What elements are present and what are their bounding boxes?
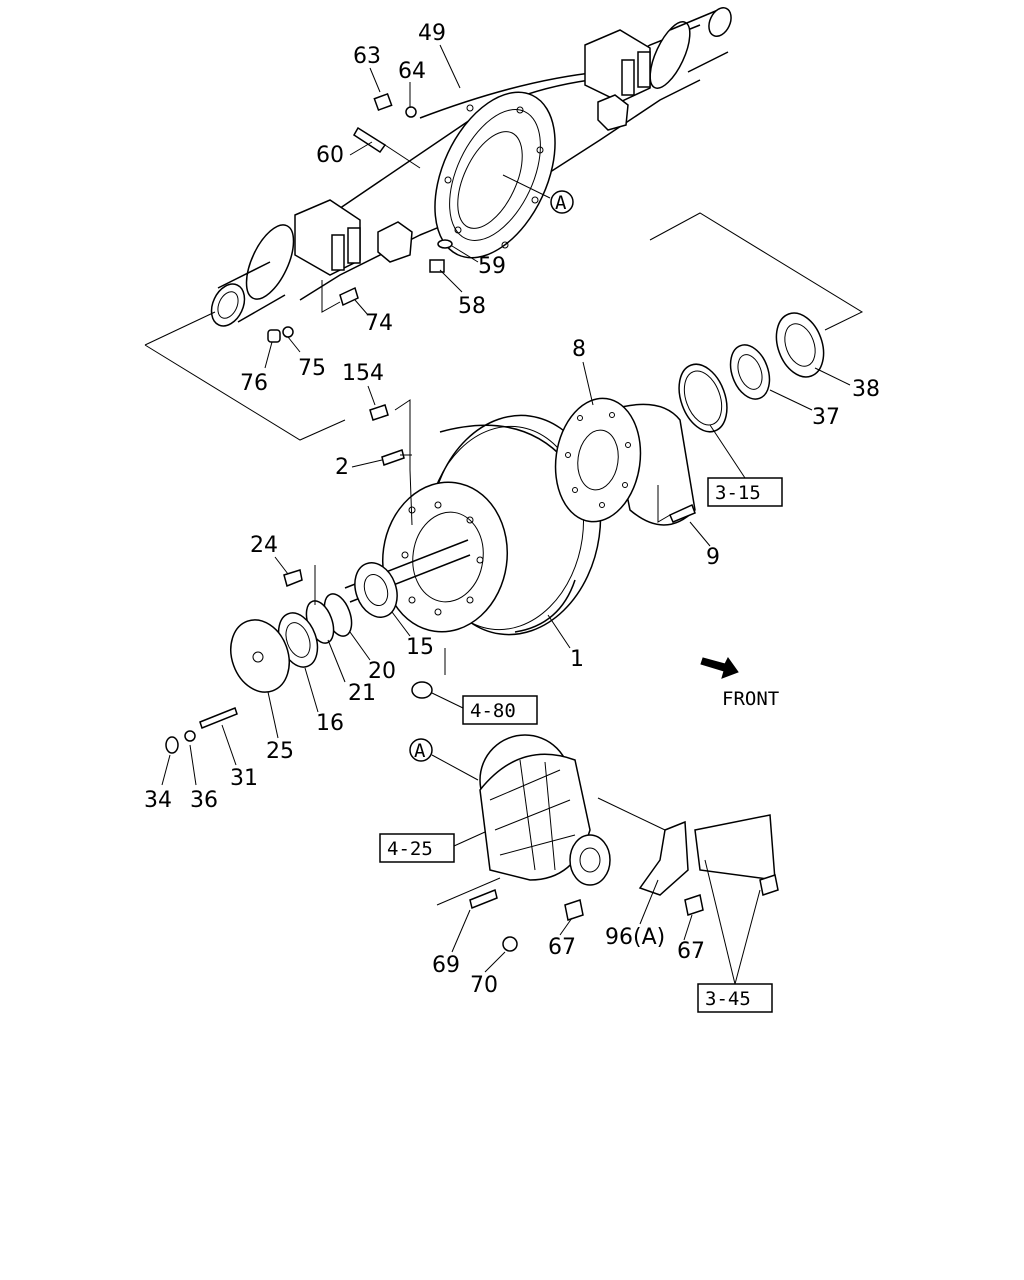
callout-37: 37 — [812, 405, 840, 430]
seals-bearings — [678, 312, 825, 433]
callout-20: 20 — [368, 659, 396, 684]
callout-96a: 96(A) — [605, 925, 665, 950]
callout-24: 24 — [250, 533, 278, 558]
callout-labels: 49 63 64 60 59 58 74 76 75 154 2 8 38 37… — [144, 21, 880, 998]
ref-box-3-45[interactable]: 3-45 — [697, 859, 773, 1013]
callout-31: 31 — [230, 766, 258, 791]
callout-63: 63 — [353, 44, 381, 69]
callout-67a: 67 — [548, 935, 576, 960]
callout-70: 70 — [470, 973, 498, 998]
marker-a-housing-text: A — [555, 192, 567, 214]
callout-2: 2 — [335, 455, 349, 480]
callout-25: 25 — [266, 739, 294, 764]
callout-21: 21 — [348, 681, 376, 706]
callout-67b: 67 — [677, 939, 705, 964]
callout-16: 16 — [316, 711, 344, 736]
callout-34: 34 — [144, 788, 172, 813]
callout-64: 64 — [398, 59, 426, 84]
front-arrow-icon — [700, 657, 739, 679]
callout-49: 49 — [418, 21, 446, 46]
wheel-hub — [554, 397, 696, 526]
ref-3-45-label: 3-45 — [705, 988, 751, 1010]
marker-a-carrier: A — [409, 738, 479, 781]
callout-59: 59 — [478, 254, 506, 279]
callout-76: 76 — [240, 371, 268, 396]
ref-4-80-label: 4-80 — [470, 700, 516, 722]
brackets — [597, 797, 779, 916]
front-label: FRONT — [722, 688, 779, 710]
ref-4-25-label: 4-25 — [387, 838, 433, 860]
ref-box-4-80[interactable]: 4-80 — [431, 692, 538, 725]
callout-38: 38 — [852, 377, 880, 402]
front-indicator: FRONT — [700, 657, 779, 710]
axle-housing — [210, 7, 732, 343]
callout-15: 15 — [406, 635, 434, 660]
ref-box-3-15[interactable]: 3-15 — [707, 424, 783, 507]
marker-a-housing: A — [502, 174, 574, 214]
ref-box-4-25[interactable]: 4-25 — [379, 831, 486, 863]
callout-9: 9 — [706, 545, 720, 570]
callout-154: 154 — [342, 361, 384, 386]
differential-carrier — [436, 734, 611, 952]
callout-8: 8 — [572, 337, 586, 362]
axle-shaft-assembly — [165, 539, 471, 754]
callout-75: 75 — [298, 356, 326, 381]
marker-a-carrier-text: A — [414, 740, 426, 762]
callout-36: 36 — [190, 788, 218, 813]
ref-3-15-label: 3-15 — [715, 482, 761, 504]
callout-74: 74 — [365, 311, 393, 336]
callout-60: 60 — [316, 143, 344, 168]
callout-1: 1 — [570, 647, 584, 672]
callout-58: 58 — [458, 294, 486, 319]
callout-69: 69 — [432, 953, 460, 978]
